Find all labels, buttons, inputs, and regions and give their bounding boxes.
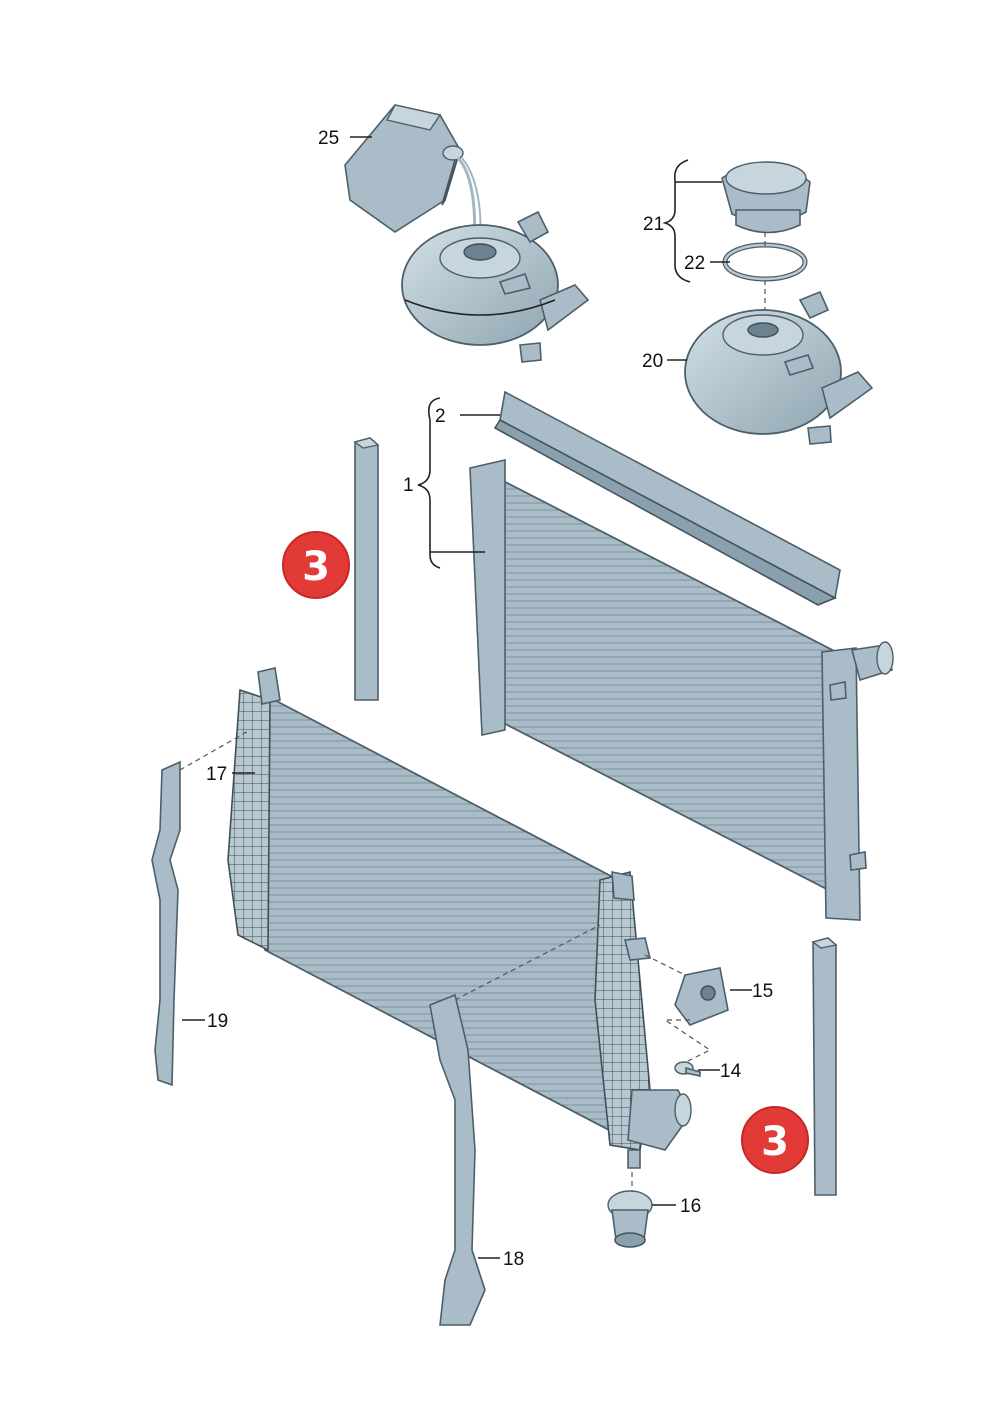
expansion-tank-lower — [684, 290, 874, 445]
label-part-18: 18 — [503, 1249, 524, 1270]
badge-3-right: 3 — [741, 1106, 809, 1174]
seal-strip-left — [353, 437, 380, 701]
seal-strip-top — [493, 390, 841, 606]
charge-air-cooler — [227, 667, 692, 1169]
left-air-guide — [151, 760, 181, 1087]
badge-3-right-text: 3 — [761, 1119, 789, 1165]
lower-air-guide — [429, 993, 486, 1326]
expansion-tank-upper — [401, 210, 590, 363]
coolant-radiator — [469, 458, 894, 921]
cap-o-ring — [722, 242, 808, 282]
screw — [674, 1061, 701, 1077]
label-part-14: 14 — [720, 1061, 742, 1082]
label-part-1: 1 — [403, 475, 414, 496]
coolant-canister — [344, 104, 482, 251]
mounting-bracket — [674, 967, 729, 1026]
seal-strip-right — [811, 937, 838, 1196]
rubber-grommet — [607, 1190, 653, 1248]
label-part-20: 20 — [642, 351, 663, 372]
badge-3-left: 3 — [282, 531, 350, 599]
expansion-tank-cap — [721, 161, 811, 234]
label-part-17: 17 — [206, 764, 227, 785]
badge-3-left-text: 3 — [302, 544, 330, 590]
label-part-22: 22 — [684, 253, 705, 274]
label-part-25: 25 — [318, 128, 339, 149]
label-part-19: 19 — [207, 1011, 228, 1032]
label-part-16: 16 — [680, 1196, 701, 1217]
label-part-21: 21 — [643, 214, 664, 235]
leader-lines — [182, 136, 752, 1259]
label-part-2: 2 — [435, 406, 446, 427]
label-part-15: 15 — [752, 981, 773, 1002]
